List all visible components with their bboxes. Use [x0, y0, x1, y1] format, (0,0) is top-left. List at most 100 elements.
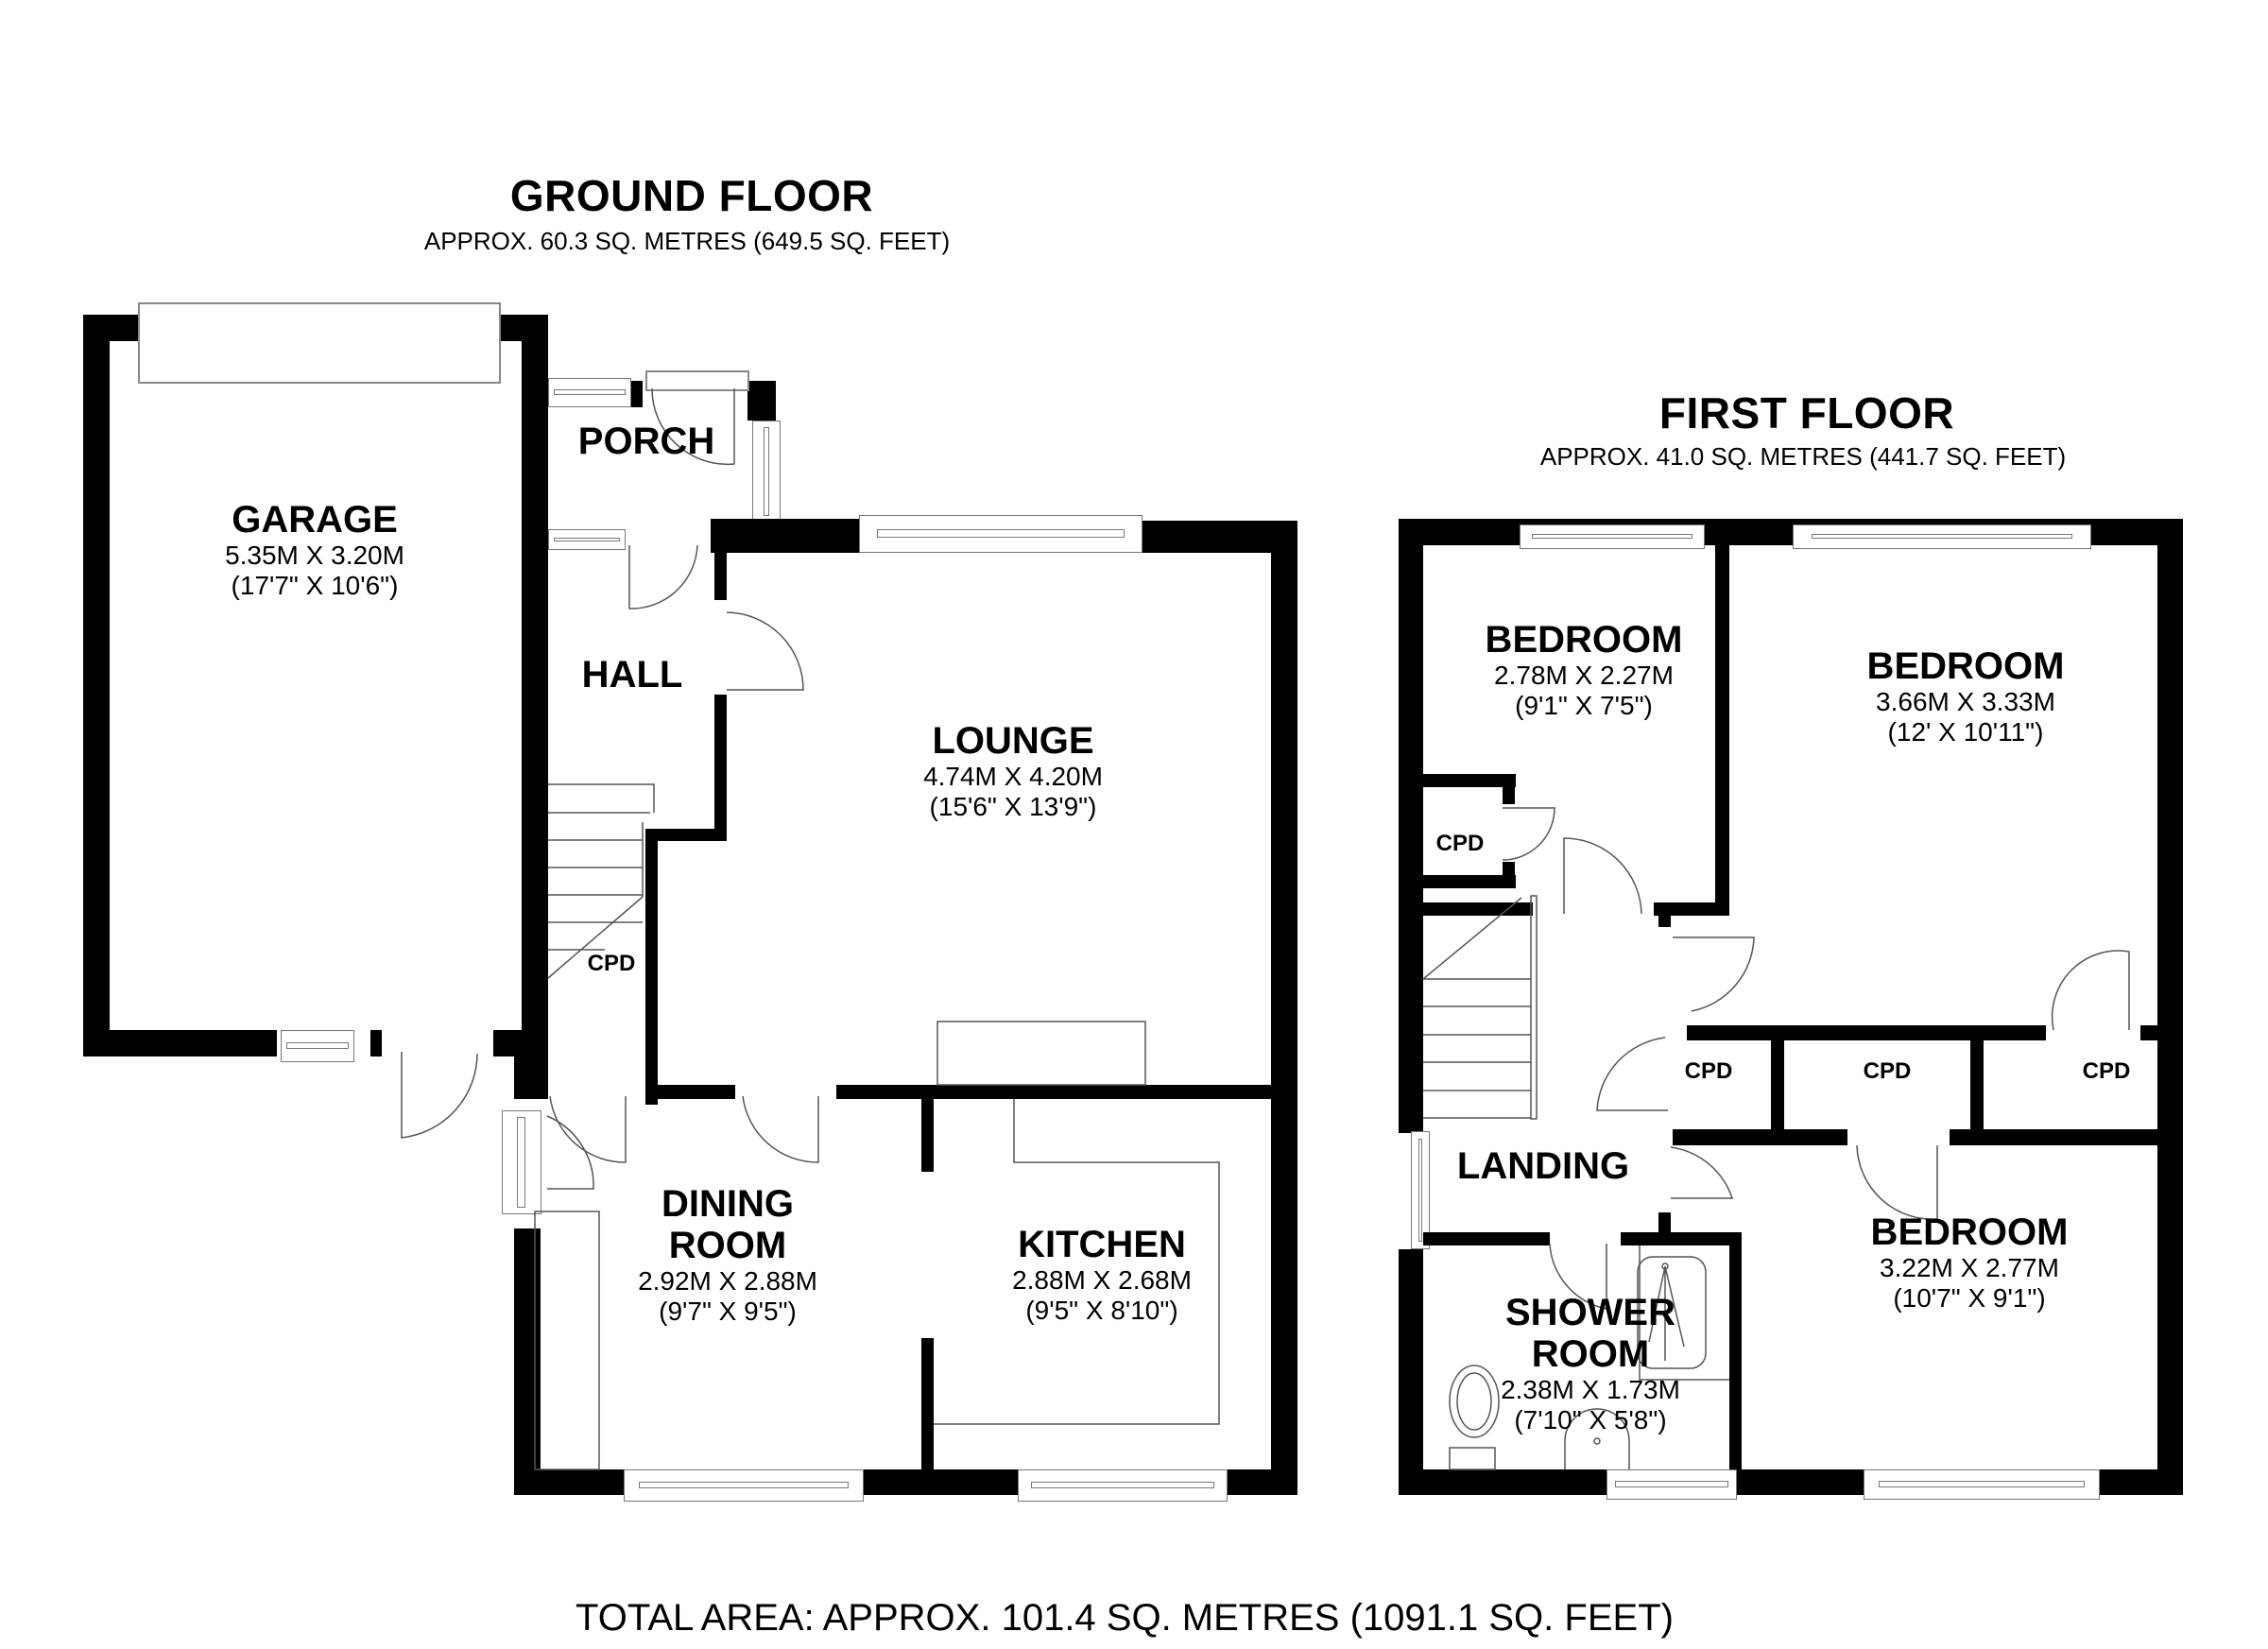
room-name-line1: SHOWER — [1505, 1292, 1675, 1333]
ground-floor-area: APPROX. 60.3 SQ. METRES (649.5 SQ. FEET) — [423, 227, 951, 255]
shower-door-swing — [1549, 1243, 1607, 1310]
porch-inner-window — [548, 529, 626, 550]
bedroom3-window — [1864, 1469, 2100, 1500]
room-porch: PORCH — [578, 421, 714, 462]
bedroom1-bedroom2-wall — [1715, 545, 1729, 916]
hall-side-window — [502, 1110, 541, 1214]
cpd-band-bottom-left — [1673, 1129, 1847, 1145]
room-name: PORCH — [577, 421, 715, 462]
room-imperial: (10'7" X 9'1") — [1893, 1283, 2046, 1313]
bedroom1-cpd-right-a — [1503, 774, 1515, 804]
room-imperial: (12' X 10'11") — [1887, 717, 2044, 747]
dining-window — [624, 1469, 864, 1502]
porch-front-door-frame — [645, 370, 749, 391]
dining-built-in-unit — [534, 1211, 600, 1470]
room-bedroom-3: BEDROOM 3.22M X 2.77M (10'7" X 9'1") — [1871, 1211, 2069, 1314]
wc-cistern — [1449, 1447, 1496, 1470]
room-kitchen: KITCHEN 2.88M X 2.68M (9'5" X 8'10") — [1012, 1224, 1192, 1326]
room-shower: SHOWER ROOM 2.38M X 1.73M (7'10" X 5'8") — [1501, 1292, 1680, 1435]
dining-kitchen-wall-top — [921, 1096, 934, 1172]
room-imperial: (9'1" X 7'5") — [1515, 691, 1653, 720]
bedroom3-door-swing — [1670, 1146, 1734, 1199]
first-floor-stairs — [1422, 895, 1538, 1120]
garage-side-door-swing — [401, 1052, 478, 1139]
room-name: LOUNGE — [932, 720, 1094, 762]
ground-stairs — [547, 783, 655, 979]
hall-door-swing — [628, 544, 698, 610]
room-name: GARAGE — [232, 499, 398, 541]
room-hall: HALL — [582, 654, 683, 696]
ff-cpd-label-bedroom1: CPD — [1435, 831, 1485, 856]
cpd-divider-2 — [1970, 1030, 1984, 1139]
room-bedroom-1: BEDROOM 2.78M X 2.27M (9'1" X 7'5") — [1486, 619, 1683, 721]
lounge-wall-top-left — [711, 521, 862, 553]
ff-cpd-label-landing: CPD — [1684, 1058, 1733, 1084]
kitchen-window — [1018, 1469, 1228, 1502]
lounge-window — [859, 515, 1143, 553]
ff-cpd-label-middle: CPD — [1863, 1058, 1912, 1084]
bedroom1-window — [1520, 524, 1705, 549]
dining-lounge-wall-a — [645, 1085, 735, 1099]
ff-wall-right — [2157, 519, 2183, 1495]
room-name-line1: DINING — [662, 1183, 794, 1225]
bedroom2-window — [1793, 524, 2091, 549]
room-name: BEDROOM — [1870, 1211, 2069, 1253]
dining-hall-door-swing — [549, 1095, 627, 1163]
garage-wall-bottom-stub — [370, 1030, 382, 1056]
garage-door — [138, 302, 501, 384]
hall-lounge-wall-step — [657, 829, 727, 841]
shower-head — [1648, 1265, 1685, 1361]
ff-wall-left-lower — [1399, 1249, 1423, 1495]
bedroom2-door-swing — [1673, 936, 1755, 1012]
dining-wall-left — [514, 1228, 541, 1495]
room-name: LANDING — [1456, 1145, 1630, 1187]
total-area: TOTAL AREA: APPROX. 101.4 SQ. METRES (10… — [576, 1597, 1674, 1639]
shower-wall-top-right — [1621, 1232, 1742, 1245]
room-name: KITCHEN — [1018, 1224, 1186, 1265]
garage-wall-bottom — [83, 1030, 277, 1056]
hall-wall-left — [531, 378, 548, 1096]
room-metric: 4.74M X 4.20M — [923, 762, 1103, 791]
porch-wall-top-a — [631, 381, 643, 407]
room-lounge: LOUNGE 4.74M X 4.20M (15'6" X 13'9") — [923, 720, 1103, 822]
lounge-wall-right — [1271, 521, 1297, 1495]
kitchen-worktop — [934, 1099, 1220, 1425]
room-metric: 2.38M X 1.73M — [1501, 1375, 1680, 1404]
middle-cpd-door-swing — [1856, 1144, 1938, 1220]
room-name: BEDROOM — [1866, 645, 2065, 687]
basin — [1564, 1408, 1630, 1469]
bedroom1-door-swing — [1563, 837, 1642, 915]
room-metric: 5.35M X 3.20M — [225, 541, 404, 570]
cpd-band-top-right — [2140, 1025, 2159, 1040]
room-name-line2: ROOM — [668, 1225, 787, 1266]
room-name: BEDROOM — [1485, 619, 1683, 661]
room-metric: 2.88M X 2.68M — [1012, 1265, 1192, 1295]
shower-bedroom3-wall — [1729, 1232, 1742, 1469]
room-name-line2: ROOM — [1531, 1333, 1650, 1375]
garage-wall-left — [83, 315, 110, 1056]
room-metric: 2.92M X 2.88M — [638, 1266, 817, 1296]
porch-wall-top-right — [747, 381, 776, 421]
hall-lounge-wall-a — [714, 545, 727, 600]
bedroom1-cpd-bottom — [1423, 875, 1516, 888]
garage-wall-top-left — [83, 315, 140, 341]
shower-window — [1606, 1469, 1737, 1500]
porch-window-side — [752, 421, 781, 523]
first-floor-title: FIRST FLOOR — [1658, 388, 1955, 438]
bedroom1-wall-bottom — [1654, 902, 1729, 916]
landing-bedroom3-wall — [1658, 1212, 1671, 1233]
bedroom1-cpd-top — [1423, 774, 1516, 787]
cpd-divider-1 — [1771, 1030, 1784, 1139]
shower-tray — [1637, 1256, 1707, 1369]
shower-enclosure — [1639, 1245, 1729, 1381]
room-bedroom-2: BEDROOM 3.66M X 3.33M (12' X 10'11") — [1867, 645, 2065, 747]
bedroom1-wall-bottom-left — [1423, 902, 1533, 916]
first-floor-area: APPROX. 41.0 SQ. METRES (441.7 SQ. FEET) — [1539, 442, 2067, 471]
dining-kitchen-wall-bottom — [921, 1338, 934, 1495]
room-landing: LANDING — [1457, 1145, 1629, 1187]
shower-wall-top-left — [1423, 1232, 1550, 1245]
bedroom2-door-stub — [1658, 916, 1671, 927]
room-imperial: (17'7" X 10'6") — [231, 571, 399, 600]
room-garage: GARAGE 5.35M X 3.20M (17'7" X 10'6") — [225, 499, 404, 601]
